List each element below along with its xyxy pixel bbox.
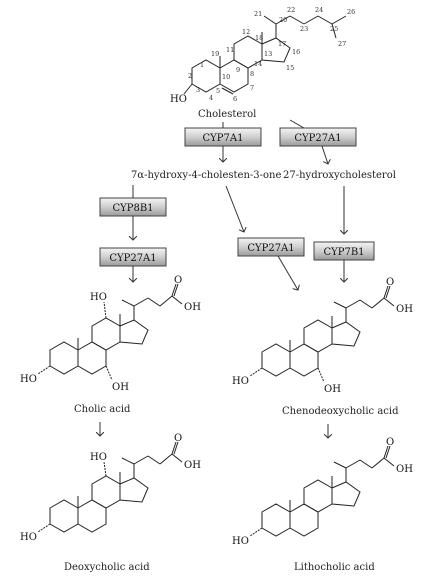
enzyme-cyp7b1: CYP7B1: [313, 241, 375, 261]
hydroxyl-label: HO: [20, 532, 37, 543]
lithocholic-acid-structure: HO O OH: [232, 437, 413, 547]
acid-oh-label: OH: [184, 460, 201, 471]
hydroxyl-label: OH: [324, 384, 341, 395]
lithocholic-acid-label: Lithocholic acid: [294, 562, 375, 573]
carbonyl-oxygen-label: O: [386, 437, 394, 448]
enzyme-cyp27a1-mid: CYP27A1: [237, 237, 305, 257]
atom-number: 17: [278, 40, 286, 48]
atom-number: 24: [315, 6, 323, 14]
cholic-acid-structure: HO HO OH O OH: [20, 275, 201, 393]
intermediate-7a-hydroxy-label: 7α-hydroxy-4-cholesten-3-one: [131, 170, 281, 181]
atom-number: 14: [254, 60, 262, 68]
cholic-acid-label: Cholic acid: [74, 404, 131, 415]
atom-number: 4: [209, 94, 213, 102]
enzyme-cyp27a1-top: CYP27A1: [279, 127, 357, 147]
enzyme-label: CYP27A1: [109, 253, 156, 264]
acid-oh-label: OH: [396, 464, 413, 475]
atom-number: 8: [250, 70, 254, 78]
atom-number: 2: [188, 72, 192, 80]
enzyme-cyp8b1: CYP8B1: [99, 197, 167, 217]
atom-number: 19: [211, 50, 219, 58]
hydroxyl-label: HO: [90, 292, 107, 303]
atom-number: 23: [300, 25, 308, 33]
deoxycholic-acid-label: Deoxycholic acid: [64, 562, 150, 573]
acid-oh-label: OH: [396, 304, 413, 315]
enzyme-label: CYP8B1: [112, 203, 153, 214]
cholesterol-label: Cholesterol: [198, 109, 256, 120]
atom-number: 27: [338, 40, 346, 48]
carbonyl-oxygen-label: O: [386, 277, 394, 288]
atom-number: 3: [196, 86, 200, 94]
deoxycholic-acid-structure: HO HO O OH: [20, 433, 201, 543]
cholesterol-ho-label: HO: [170, 94, 187, 105]
atom-number: 5: [216, 87, 220, 95]
enzyme-cyp27a1-left: CYP27A1: [99, 247, 167, 267]
enzyme-label: CYP7B1: [323, 247, 364, 258]
atom-number: 26: [347, 8, 355, 16]
atom-number: 9: [236, 66, 240, 74]
hydroxyl-label: HO: [232, 536, 249, 547]
atom-number: 21: [254, 10, 262, 18]
atom-number: 22: [287, 6, 295, 14]
atom-number: 11: [226, 46, 234, 54]
atom-number: 10: [222, 73, 230, 81]
atom-number: 6: [233, 95, 237, 103]
atom-number: 13: [264, 50, 272, 58]
carbonyl-oxygen-label: O: [174, 433, 182, 444]
atom-number: 25: [330, 25, 338, 33]
hydroxyl-label: HO: [90, 452, 107, 463]
cholesterol-structure: HO 1 2 3 4 5 6 7 8 9 10 11 12 13 14 15 1…: [170, 6, 355, 105]
enzyme-label: CYP27A1: [247, 243, 294, 254]
atom-number: 15: [286, 64, 294, 72]
chenodeoxycholic-acid-structure: HO OH O OH: [232, 277, 413, 395]
chenodeoxycholic-acid-label: Chenodeoxycholic acid: [282, 406, 399, 417]
atom-number: 16: [292, 48, 300, 56]
hydroxyl-label: HO: [20, 374, 37, 385]
enzyme-label: CYP7A1: [203, 133, 244, 144]
intermediate-27-hydroxy-label: 27-hydroxycholesterol: [283, 170, 396, 181]
acid-oh-label: OH: [184, 302, 201, 313]
atom-number: 18: [255, 34, 263, 42]
atom-number: 7: [250, 84, 254, 92]
enzyme-label: CYP27A1: [294, 133, 341, 144]
atom-number: 1: [200, 61, 204, 69]
carbonyl-oxygen-label: O: [174, 275, 182, 286]
atom-number: 12: [242, 28, 250, 36]
hydroxyl-label: HO: [232, 376, 249, 387]
pathway-arrows: [100, 119, 344, 438]
enzyme-cyp7a1: CYP7A1: [184, 127, 262, 147]
hydroxyl-label: OH: [112, 382, 129, 393]
atom-number: 20: [279, 16, 287, 24]
